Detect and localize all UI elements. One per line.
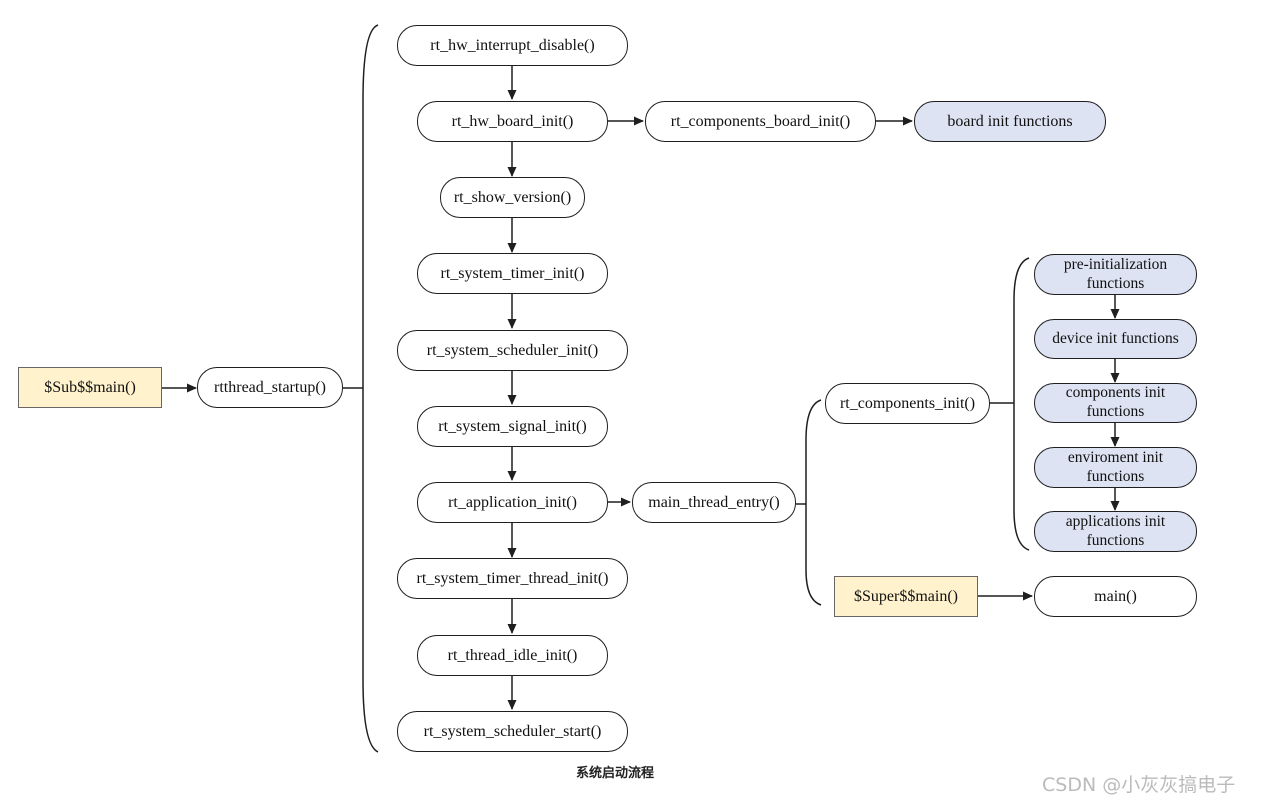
main-label: main() xyxy=(1094,587,1137,605)
system-signal-init-label: rt_system_signal_init() xyxy=(438,417,587,435)
device-init-functions-label: device init functions xyxy=(1052,330,1179,348)
pre-initialization-functions-node: pre-initialization functions xyxy=(1034,254,1197,295)
system-timer-init-node: rt_system_timer_init() xyxy=(417,253,608,294)
system-scheduler-start-node: rt_system_scheduler_start() xyxy=(397,711,628,752)
super-main-label: $Super$$main() xyxy=(854,587,958,605)
system-signal-init-node: rt_system_signal_init() xyxy=(417,406,608,447)
pre-initialization-functions-label: pre-initialization functions xyxy=(1063,255,1168,292)
system-scheduler-init-label: rt_system_scheduler_init() xyxy=(426,341,599,359)
rtthread-startup-node: rtthread_startup() xyxy=(197,367,343,408)
system-scheduler-start-label: rt_system_scheduler_start() xyxy=(423,722,602,740)
components-board-init-label: rt_components_board_init() xyxy=(670,112,851,130)
enviroment-init-functions-node: enviroment init functions xyxy=(1034,447,1197,488)
enviroment-init-functions-label: enviroment init functions xyxy=(1067,448,1164,485)
components-init-node: rt_components_init() xyxy=(825,383,990,424)
sub-main-label: $Sub$$main() xyxy=(44,378,136,396)
thread-idle-init-label: rt_thread_idle_init() xyxy=(447,646,578,664)
brace-components-init xyxy=(1013,257,1030,551)
main-node: main() xyxy=(1034,576,1197,617)
sub-main-node: $Sub$$main() xyxy=(18,367,162,408)
super-main-node: $Super$$main() xyxy=(834,576,978,617)
application-init-label: rt_application_init() xyxy=(448,493,577,511)
thread-idle-init-node: rt_thread_idle_init() xyxy=(417,635,608,676)
brace-startup xyxy=(362,24,379,753)
rtthread-startup-label: rtthread_startup() xyxy=(214,378,326,396)
board-init-functions-label: board init functions xyxy=(947,112,1073,130)
brace-main-thread xyxy=(805,399,822,606)
components-init-label: rt_components_init() xyxy=(839,394,976,412)
system-scheduler-init-node: rt_system_scheduler_init() xyxy=(397,330,628,371)
watermark: CSDN @小灰灰搞电子 xyxy=(1042,774,1236,796)
main-thread-entry-label: main_thread_entry() xyxy=(648,493,780,511)
diagram-caption: 系统启动流程 xyxy=(575,766,654,781)
system-timer-thread-init-node: rt_system_timer_thread_init() xyxy=(397,558,628,599)
board-init-functions-node: board init functions xyxy=(914,101,1106,142)
hw-board-init-label: rt_hw_board_init() xyxy=(451,112,574,130)
show-version-node: rt_show_version() xyxy=(440,177,585,218)
show-version-label: rt_show_version() xyxy=(453,188,572,206)
device-init-functions-node: device init functions xyxy=(1034,319,1197,359)
components-init-functions-label: components init functions xyxy=(1065,384,1166,420)
hw-board-init-node: rt_hw_board_init() xyxy=(417,101,608,142)
components-board-init-node: rt_components_board_init() xyxy=(645,101,876,142)
hw-interrupt-disable-label: rt_hw_interrupt_disable() xyxy=(430,36,595,54)
applications-init-functions-label: applications init functions xyxy=(1065,512,1166,549)
applications-init-functions-node: applications init functions xyxy=(1034,511,1197,552)
application-init-node: rt_application_init() xyxy=(417,482,608,523)
system-timer-thread-init-label: rt_system_timer_thread_init() xyxy=(416,569,609,587)
components-init-functions-node: components init functions xyxy=(1034,383,1197,423)
system-timer-init-label: rt_system_timer_init() xyxy=(440,264,585,282)
main-thread-entry-node: main_thread_entry() xyxy=(632,482,796,523)
hw-interrupt-disable-node: rt_hw_interrupt_disable() xyxy=(397,25,628,66)
